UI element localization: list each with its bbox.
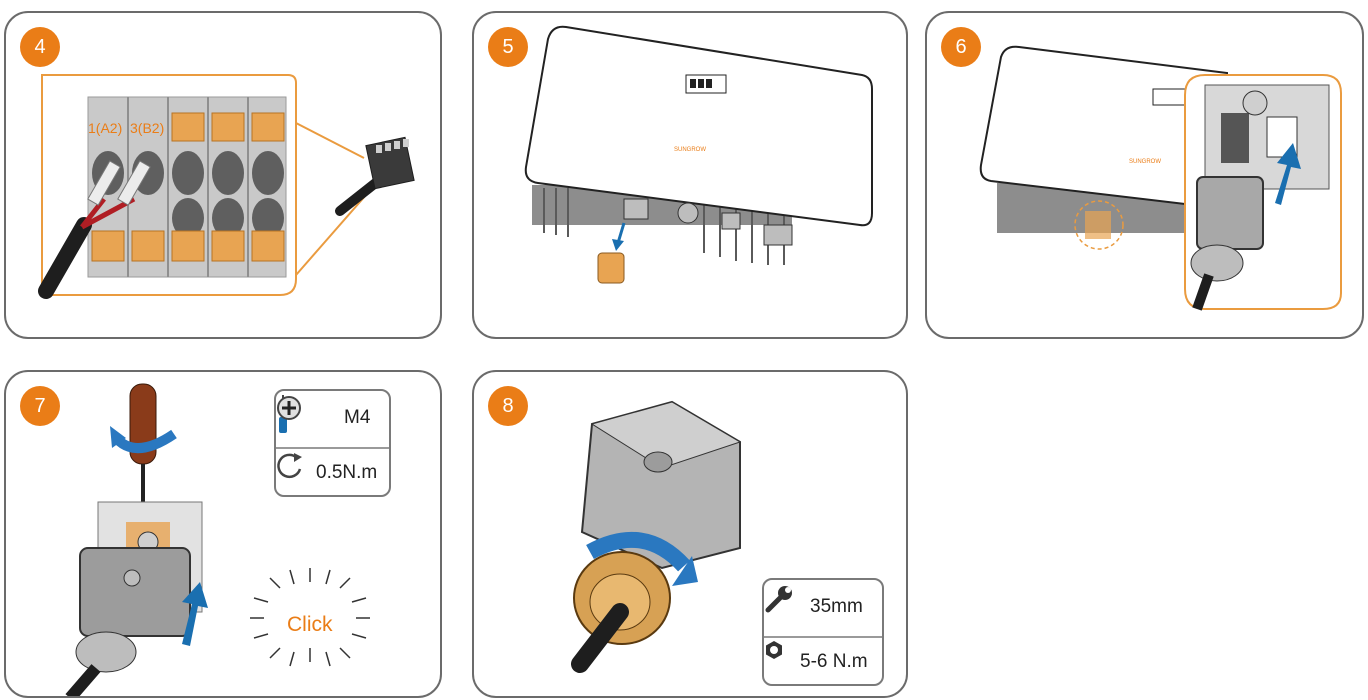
svg-text:SUNGROW: SUNGROW — [1129, 159, 1161, 165]
step-8-spec-box: 35mm 5-6 N.m — [762, 578, 884, 686]
step-5-panel: 5 SUNGROW — [472, 11, 908, 339]
pin-label-b2: 3(B2) — [130, 120, 165, 136]
pin-label-a2: 1(A2) — [88, 120, 123, 136]
step-7-panel: 7 Click — [4, 370, 442, 698]
step-7-badge: 7 — [20, 386, 60, 426]
click-label: Click — [287, 613, 333, 636]
step-6-panel: 6 SUNGROW — [925, 11, 1364, 339]
step-8-badge: 8 — [488, 386, 528, 426]
step-4-badge: 4 — [20, 27, 60, 67]
inverter-illustration: SUNGROW — [524, 25, 873, 284]
gland-torque-value: 5-6 N.m — [800, 651, 868, 672]
step-5-badge: 5 — [488, 27, 528, 67]
gland-tightening-illustration — [571, 400, 742, 673]
screw-tightening-illustration — [65, 383, 370, 696]
terminal-block-illustration — [38, 74, 415, 299]
inverter-brand: SUNGROW — [674, 147, 706, 153]
torque-value: 0.5N.m — [316, 462, 378, 483]
step-8-panel: 8 35mm 5-6 N.m — [472, 370, 908, 698]
step-7-spec-box: M4 0.5N.m — [274, 389, 391, 497]
step-6-badge: 6 — [941, 27, 981, 67]
wrench-size-value: 35mm — [810, 596, 863, 617]
connector-insertion-illustration: SUNGROW — [979, 45, 1342, 311]
screw-size-value: M4 — [344, 407, 371, 428]
step-4-panel: 4 — [4, 11, 442, 339]
